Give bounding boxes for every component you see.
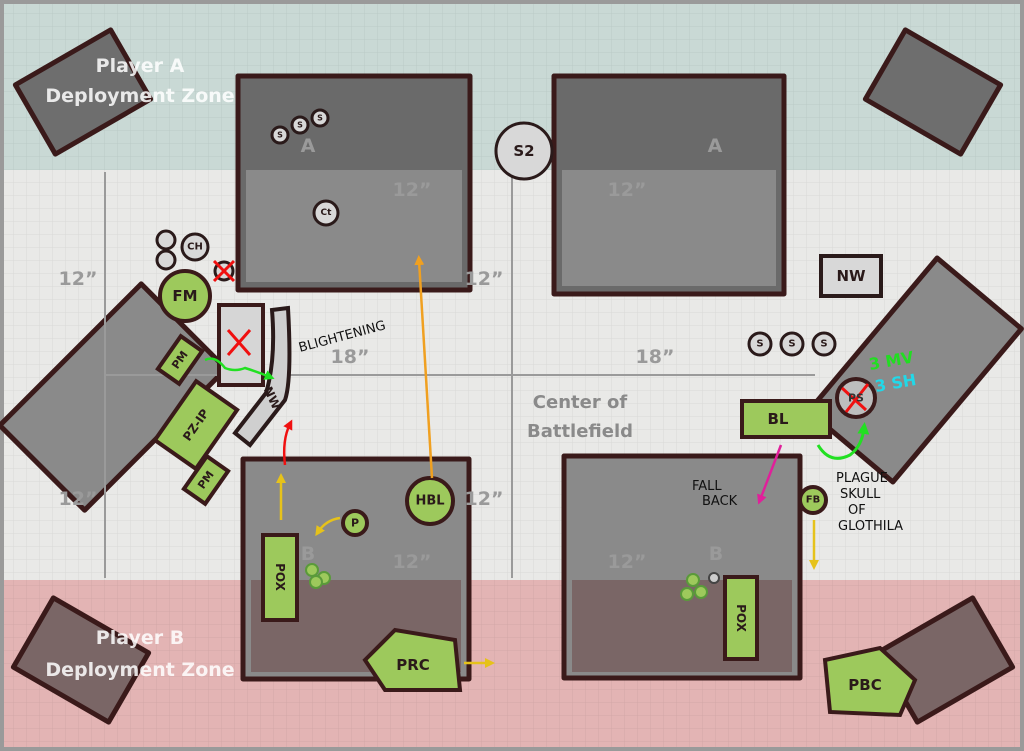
fall-back-arrow (757, 444, 783, 505)
plague-skull-tokens (305, 563, 720, 601)
plague-skull-label-3: OF (848, 503, 866, 518)
svg-text:S: S (297, 121, 303, 130)
building-bottom-right (561, 453, 803, 681)
zone-b-subtitle: Deployment Zone (45, 659, 234, 681)
unit-fb[interactable]: FB (798, 485, 828, 515)
building-top-left (235, 73, 473, 293)
unit-pox-right[interactable]: POX (723, 575, 759, 661)
svg-text:POX: POX (734, 604, 748, 633)
objective-a-left: A (301, 135, 316, 157)
token-s-group-top: S S S (270, 108, 330, 145)
center-label-1: Center of (533, 392, 628, 413)
unit-bl[interactable]: BL (740, 399, 832, 439)
svg-text:FB: FB (806, 495, 820, 506)
measure-h-right: 18” (636, 346, 675, 368)
corner-ruin-tr (862, 27, 1004, 157)
token-s2[interactable]: S2 (494, 121, 554, 181)
svg-text:Ct: Ct (321, 208, 333, 218)
token-s-group-right: S S S (747, 331, 837, 357)
token-blank (155, 229, 177, 251)
token-ch[interactable]: CH (180, 232, 210, 262)
measure-mid-top: 12” (465, 268, 504, 290)
objective-b-right: B (709, 543, 723, 565)
svg-text:NW: NW (836, 267, 866, 285)
measure-bld-tr: 12” (608, 179, 647, 201)
destroyed-unit-box (217, 303, 265, 387)
svg-text:S: S (756, 339, 763, 350)
corner-ruin-bl (10, 595, 152, 725)
plague-skull-label-2: SKULL (840, 487, 881, 502)
unit-p[interactable]: P (341, 509, 369, 537)
token-nw-box[interactable]: NW (819, 254, 883, 298)
svg-text:P: P (351, 517, 359, 530)
unit-prc-right[interactable]: PBC (822, 645, 918, 718)
unit-pm-1[interactable]: PM (155, 333, 205, 387)
unit-destroyed-ps: PS (835, 377, 877, 419)
move-arrow-yellow (315, 516, 341, 537)
measure-left-top: 12” (59, 268, 98, 290)
move-arrow-green (816, 422, 870, 460)
unit-fm[interactable]: FM (158, 269, 212, 323)
svg-text:HBL: HBL (415, 494, 444, 509)
measure-h-left: 18” (331, 346, 370, 368)
zone-b-title: Player B (96, 627, 184, 649)
svg-text:BL: BL (768, 410, 789, 428)
fall-back-label-1: FALL (692, 479, 722, 494)
objective-a-right: A (708, 135, 723, 157)
zone-a-subtitle: Deployment Zone (45, 85, 234, 107)
destroyed-x-mark (840, 383, 870, 413)
unit-pox-left[interactable]: POX (261, 533, 299, 622)
svg-text:S: S (317, 114, 323, 123)
unit-nw[interactable]: NW (232, 305, 292, 448)
plague-skull-label-1: PLAGUE (836, 471, 888, 486)
blightening-arrow (204, 357, 275, 380)
measure-bld-bl: 12” (393, 551, 432, 573)
measure-mid-bottom: 12” (465, 488, 504, 510)
center-label-2: Battlefield (527, 421, 633, 442)
move-arrow-orange (414, 255, 434, 479)
zone-a-title: Player A (96, 55, 185, 77)
objective-b-left: B (301, 543, 315, 565)
svg-text:S: S (277, 131, 283, 140)
unit-vehicle[interactable]: PZ-IP (152, 378, 240, 472)
svg-text:CH: CH (187, 242, 203, 253)
svg-text:PRC: PRC (396, 656, 430, 674)
plague-skull-label-4: GLOTHILA (838, 519, 903, 534)
token-blank (155, 249, 177, 271)
move-arrow-red (282, 419, 293, 466)
unit-hbl[interactable]: HBL (405, 476, 455, 526)
building-top-right (551, 73, 787, 297)
token-ct[interactable]: Ct (312, 199, 340, 227)
unit-ps-label: PS (848, 392, 864, 405)
token-destroyed (212, 259, 236, 283)
measure-left-bottom: 12” (59, 488, 98, 510)
svg-text:FM: FM (172, 287, 197, 305)
unit-pm-2[interactable]: PM (181, 453, 231, 507)
svg-text:S: S (788, 339, 795, 350)
measure-bld-tl: 12” (393, 179, 432, 201)
svg-text:S: S (820, 339, 827, 350)
svg-text:POX: POX (273, 563, 287, 592)
svg-text:PBC: PBC (848, 676, 881, 694)
fall-back-label-2: BACK (702, 494, 738, 509)
corner-ruin-tl (12, 27, 154, 157)
measure-bld-br: 12” (608, 551, 647, 573)
unit-prc-left[interactable]: PRC (362, 627, 463, 692)
svg-text:S2: S2 (513, 142, 534, 160)
